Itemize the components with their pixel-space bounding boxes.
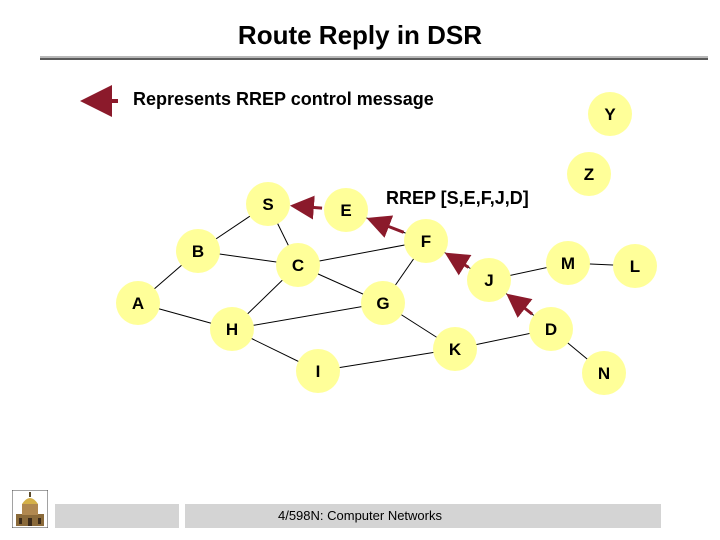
node-circle: [404, 219, 448, 263]
footer-text: 4/598N: Computer Networks: [277, 508, 442, 523]
node-F: F: [404, 219, 448, 263]
node-label: Y: [604, 105, 616, 124]
node-label: I: [316, 362, 321, 381]
node-label: J: [484, 271, 493, 290]
node-label: A: [132, 294, 144, 313]
node-circle: [582, 351, 626, 395]
node-label: K: [449, 340, 462, 359]
rrep-arrow-E-to-S: [289, 195, 323, 220]
node-B: B: [176, 229, 220, 273]
node-N: N: [582, 351, 626, 395]
node-H: H: [210, 307, 254, 351]
node-circle: [546, 241, 590, 285]
slide-title: Route Reply in DSR: [237, 20, 483, 50]
node-J: J: [467, 258, 511, 302]
node-label: M: [561, 254, 575, 273]
rrep-path-label: RREP [S,E,F,J,D]: [386, 188, 529, 208]
node-G: G: [361, 281, 405, 325]
node-label: F: [421, 232, 431, 251]
rrep-arrow-D-to-J: [506, 293, 534, 318]
title-underline: [40, 56, 708, 60]
node-Z: Z: [567, 152, 611, 196]
node-circle: [324, 188, 368, 232]
node-E: E: [324, 188, 368, 232]
node-label: C: [292, 256, 304, 275]
node-L: L: [613, 244, 657, 288]
node-K: K: [433, 327, 477, 371]
node-label: H: [226, 320, 238, 339]
nodes-layer: S E F B C A G H I K J M D N L Y Z: [116, 92, 657, 395]
node-circle: [613, 244, 657, 288]
university-logo-icon: [12, 490, 48, 528]
rrep-arrows-layer: [289, 195, 534, 318]
node-circle: [529, 307, 573, 351]
node-M: M: [546, 241, 590, 285]
node-A: A: [116, 281, 160, 325]
node-label: L: [630, 257, 640, 276]
node-S: S: [246, 182, 290, 226]
node-circle: [296, 349, 340, 393]
node-label: Z: [584, 165, 594, 184]
footer-box-main: [185, 504, 661, 528]
node-circle: [246, 182, 290, 226]
footer-box-left: [55, 504, 179, 528]
node-D: D: [529, 307, 573, 351]
node-circle: [433, 327, 477, 371]
edge-I-K: [317, 348, 456, 372]
node-circle: [116, 281, 160, 325]
edge-G-H: [231, 302, 384, 330]
node-circle: [467, 258, 511, 302]
node-label: S: [262, 195, 273, 214]
node-circle: [276, 243, 320, 287]
node-label: D: [545, 320, 557, 339]
node-circle: [176, 229, 220, 273]
node-circle: [210, 307, 254, 351]
rrep-arrow-J-to-F: [444, 252, 472, 276]
node-circle: [567, 152, 611, 196]
node-label: E: [340, 201, 351, 220]
node-C: C: [276, 243, 320, 287]
node-label: B: [192, 242, 204, 261]
rrep-arrow-F-to-E: [366, 215, 405, 238]
node-circle: [361, 281, 405, 325]
node-label: G: [376, 294, 389, 313]
node-label: N: [598, 364, 610, 383]
legend-text: Represents RREP control message: [133, 89, 434, 109]
node-circle: [588, 92, 632, 136]
node-Y: Y: [588, 92, 632, 136]
node-I: I: [296, 349, 340, 393]
